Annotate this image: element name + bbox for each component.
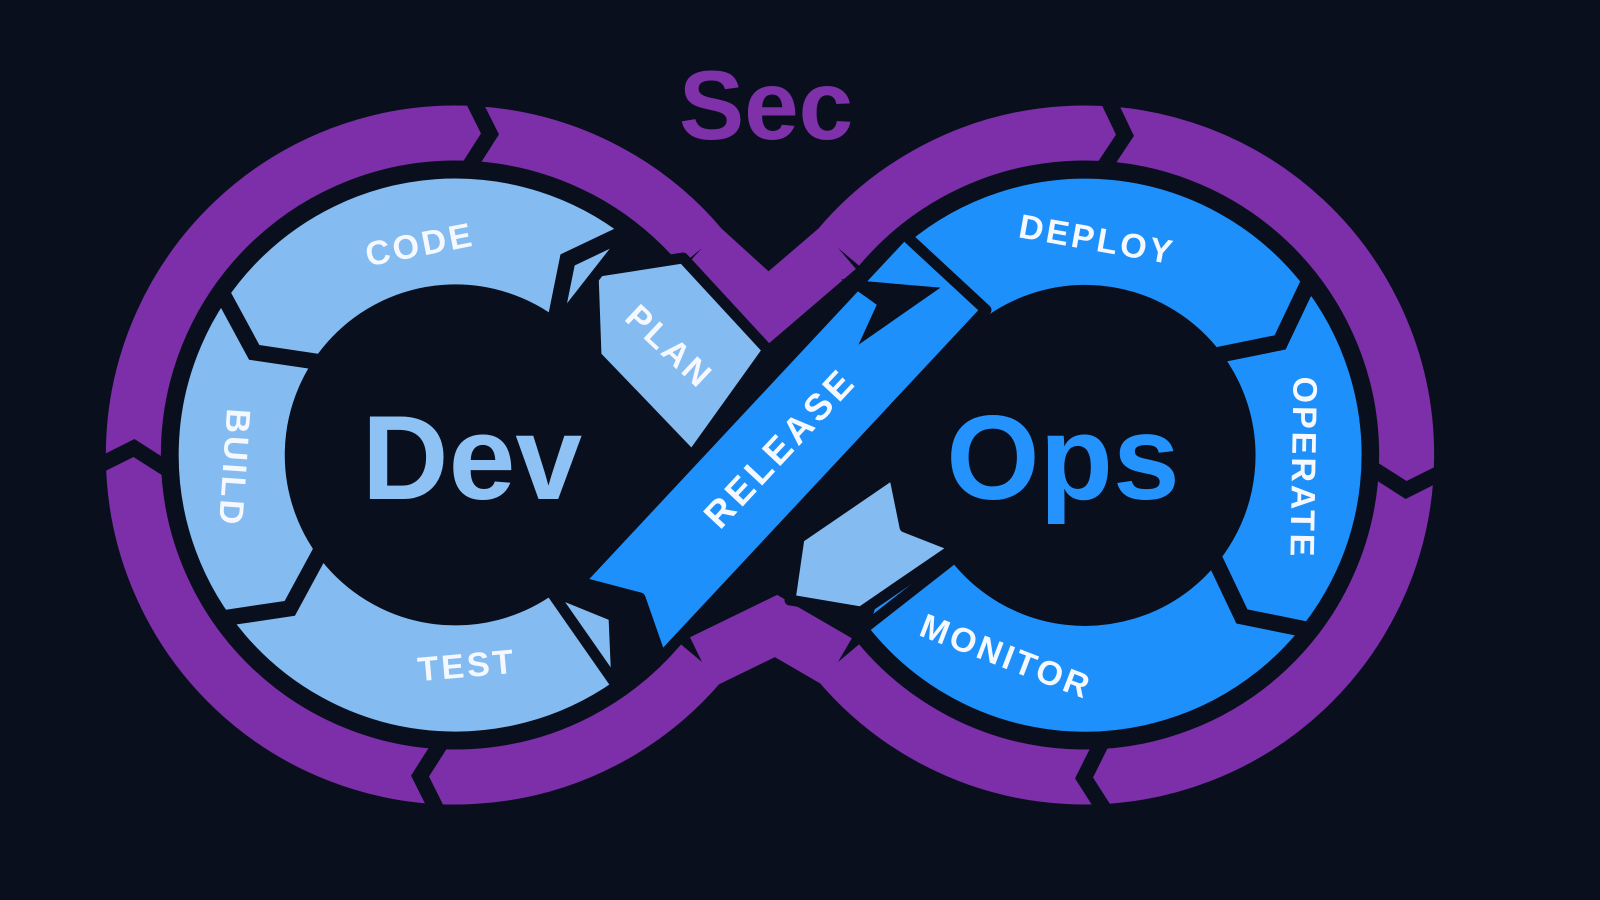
dev-loop: [167, 167, 774, 743]
sec-label: Sec: [679, 50, 853, 160]
test-label: TEST: [416, 643, 518, 689]
ops-center-label: Ops: [946, 391, 1179, 525]
ops-loop: [573, 167, 1373, 743]
dev-center-label: Dev: [362, 391, 582, 525]
operate-label: OPERATE: [1282, 376, 1323, 559]
plan-segment: [587, 252, 774, 462]
build-label: BUILD: [211, 407, 257, 528]
monitor-to-plan-connector: [784, 467, 962, 618]
release-band: [573, 228, 992, 664]
sec-outer-loop: [102, 102, 1438, 809]
